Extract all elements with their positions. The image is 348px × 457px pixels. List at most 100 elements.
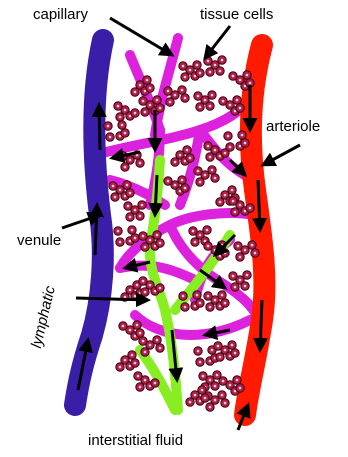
tissue-cell-nucleus xyxy=(124,132,127,135)
label-tissue-cells: tissue cells xyxy=(200,6,273,23)
tissue-cell-nucleus xyxy=(144,111,147,114)
tissue-cell-nucleus xyxy=(246,274,249,277)
tissue-cell-nucleus xyxy=(124,109,127,112)
tissue-cell-nucleus xyxy=(189,157,192,160)
tissue-cell-nucleus xyxy=(109,136,112,139)
tissue-cell-nucleus xyxy=(232,75,235,78)
tissue-cell-nucleus xyxy=(119,241,122,244)
tissue-cell-nucleus xyxy=(146,79,149,82)
tissue-cell-nucleus xyxy=(137,375,140,378)
tissue-cell-nucleus xyxy=(222,380,225,383)
tissue-cell-nucleus xyxy=(251,244,254,247)
tissue-cell-nucleus xyxy=(149,87,152,90)
tissue-cell-nucleus xyxy=(211,94,214,97)
tissue-cell-nucleus xyxy=(197,170,200,173)
tissue-cell-nucleus xyxy=(179,154,182,157)
tissue-cell-nucleus xyxy=(211,169,214,172)
tissue-cell-nucleus xyxy=(196,64,199,67)
tissue-cell-nucleus xyxy=(174,161,177,164)
tissue-cell-nucleus xyxy=(139,386,142,389)
tissue-cell-nucleus xyxy=(129,216,132,219)
tissue-cell-nucleus xyxy=(112,185,115,188)
tissue-cell-nucleus xyxy=(167,180,170,183)
tissue-cell-nucleus xyxy=(224,252,227,255)
tissue-cell-nucleus xyxy=(224,302,227,305)
tissue-cell-nucleus xyxy=(169,101,172,104)
tissue-cell-nucleus xyxy=(186,149,189,152)
label-venule: venule xyxy=(17,232,61,249)
tissue-cell-nucleus xyxy=(167,90,170,93)
tissue-cell-nucleus xyxy=(129,329,132,332)
tissue-cell-nucleus xyxy=(129,159,132,162)
tissue-cell-nucleus xyxy=(139,162,142,165)
tissue-cell-nucleus xyxy=(197,350,200,353)
tissue-cell-nucleus xyxy=(117,105,120,108)
tissue-cell-nucleus xyxy=(134,112,137,115)
tissue-cell-nucleus xyxy=(141,204,144,207)
tissue-cell-nucleus xyxy=(201,389,204,392)
tissue-cell-nucleus xyxy=(156,339,159,342)
tissue-cell-nucleus xyxy=(239,204,242,207)
tissue-cell-nucleus xyxy=(209,105,212,108)
tissue-cell-nucleus xyxy=(234,211,237,214)
tissue-cell-nucleus xyxy=(241,134,244,137)
tissue-cell-nucleus xyxy=(207,145,210,148)
tissue-cell-nucleus xyxy=(119,366,122,369)
tissue-cell-nucleus xyxy=(249,207,252,210)
tissue-cell-nucleus xyxy=(194,241,197,244)
tissue-cell-nucleus xyxy=(209,71,212,74)
tissue-cell-nucleus xyxy=(142,340,145,343)
tissue-cell-nucleus xyxy=(149,239,152,242)
tissue-cell-nucleus xyxy=(224,152,227,155)
tissue-cell-nucleus xyxy=(219,356,222,359)
tissue-cell-nucleus xyxy=(209,306,212,309)
tissue-cell-nucleus xyxy=(202,375,205,378)
tissue-cell-nucleus xyxy=(239,256,242,259)
tissue-cell-nucleus xyxy=(134,209,137,212)
tissue-cell-nucleus xyxy=(134,237,137,240)
tissue-cell-nucleus xyxy=(184,76,187,79)
tissue-cell-nucleus xyxy=(214,249,217,252)
tissue-cells xyxy=(104,56,259,411)
tissue-cell-nucleus xyxy=(204,397,207,400)
tissue-cell-nucleus xyxy=(197,95,200,98)
tissue-cell-nucleus xyxy=(236,379,239,382)
tissue-cell-nucleus xyxy=(207,60,210,63)
tissue-cell-nucleus xyxy=(139,215,142,218)
tissue-cell-nucleus xyxy=(144,291,147,294)
tissue-cell-nucleus xyxy=(121,124,124,127)
tissue-cell-nucleus xyxy=(224,402,227,405)
tissue-cell-nucleus xyxy=(214,64,217,67)
tissue-cell-nucleus xyxy=(231,189,234,192)
tissue-cell-nucleus xyxy=(114,196,117,199)
tissue-cell-nucleus xyxy=(107,125,110,128)
arteriole-vessel xyxy=(245,45,264,415)
tissue-cell-nucleus xyxy=(144,351,147,354)
tissue-cell-nucleus xyxy=(139,332,142,335)
tissue-cell-nucleus xyxy=(199,361,202,364)
tissue-cell-nucleus xyxy=(221,59,224,62)
tissue-cell-nucleus xyxy=(214,385,217,388)
tissue-cell-nucleus xyxy=(139,84,142,87)
tissue-cell-nucleus xyxy=(246,74,249,77)
tissue-cell-nucleus xyxy=(194,394,197,397)
tissue-cell-nucleus xyxy=(126,184,129,187)
tissue-cell-nucleus xyxy=(159,107,162,110)
tissue-cell-nucleus xyxy=(174,94,177,97)
tissue-cell-nucleus xyxy=(184,187,187,190)
tissue-cell-nucleus xyxy=(249,82,252,85)
tissue-cell-nucleus xyxy=(214,149,217,152)
tissue-cell-nucleus xyxy=(159,347,162,350)
label-arteriole: arteriole xyxy=(266,118,320,135)
tissue-cell-nucleus xyxy=(224,194,227,197)
tissue-cell-nucleus xyxy=(227,135,230,138)
tissue-cell-nucleus xyxy=(244,249,247,252)
tissue-cell-nucleus xyxy=(144,246,147,249)
tissue-cell-nucleus xyxy=(232,275,235,278)
tissue-cell-nucleus xyxy=(134,91,137,94)
tissue-cell-nucleus xyxy=(127,205,130,208)
tissue-cell-nucleus xyxy=(204,99,207,102)
tissue-cell-nucleus xyxy=(184,97,187,100)
tissue-cell-nucleus xyxy=(234,286,237,289)
